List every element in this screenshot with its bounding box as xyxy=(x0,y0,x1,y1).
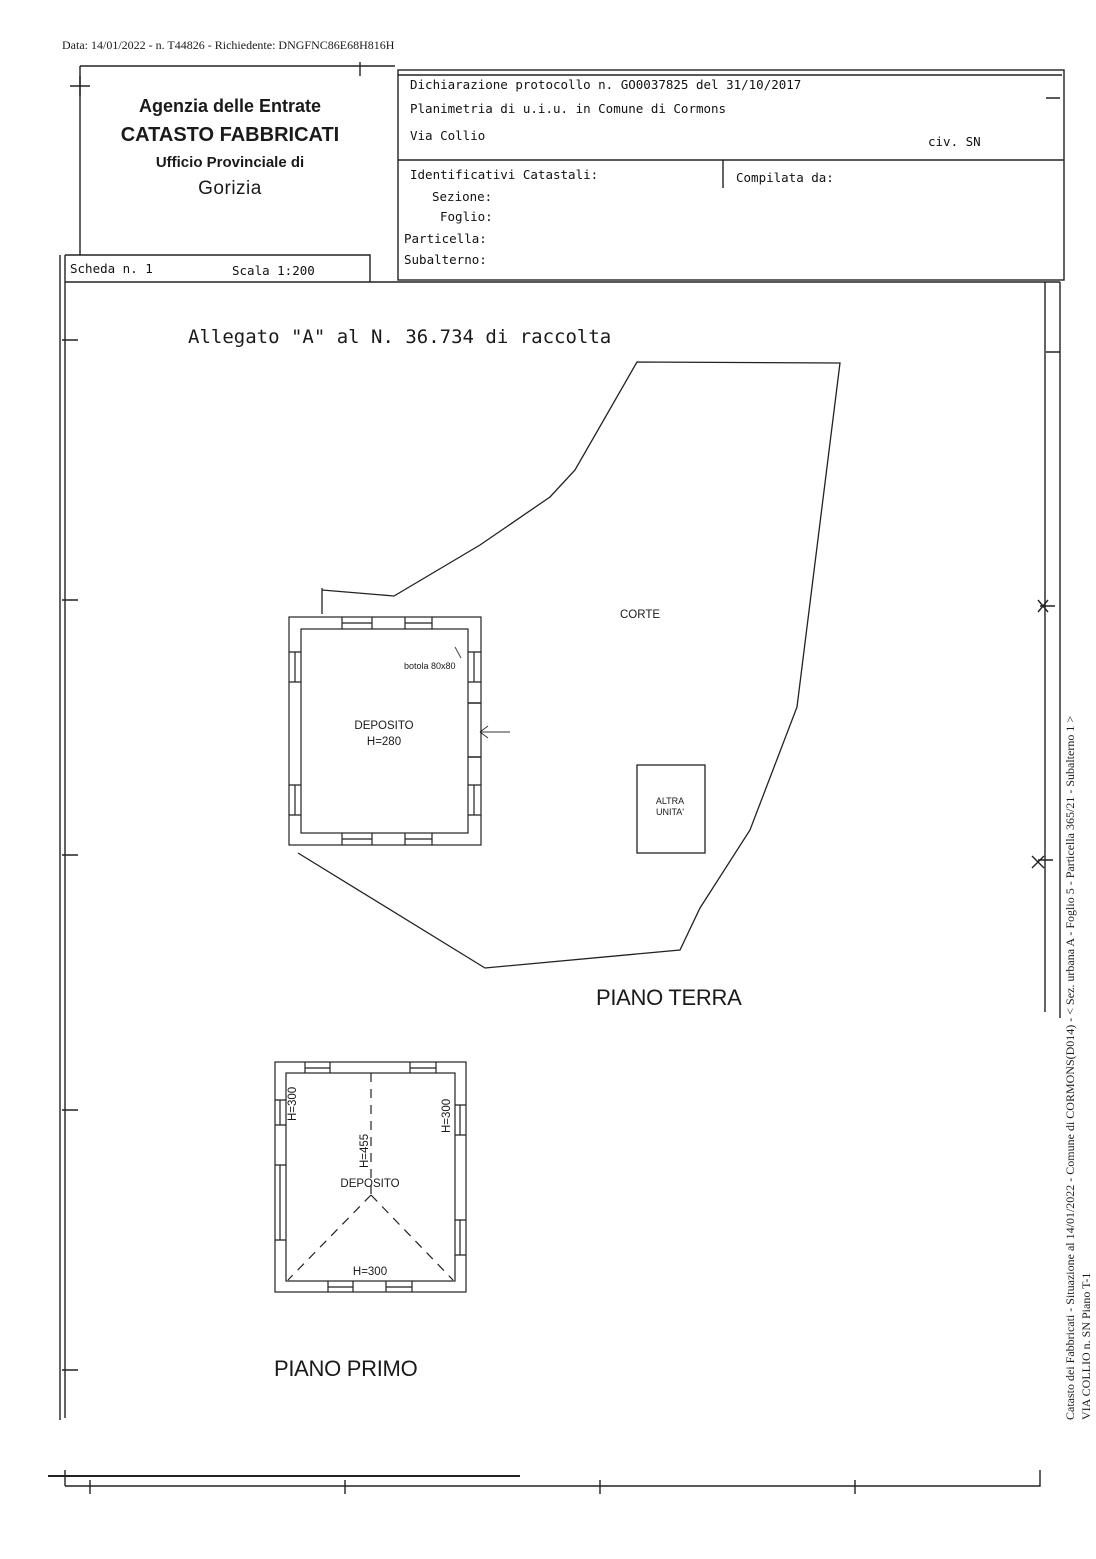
courtyard-outline xyxy=(297,361,841,969)
city-name: Gorizia xyxy=(198,178,262,199)
corte-label: CORTE xyxy=(619,609,661,621)
roof-ridge-lines xyxy=(287,1073,454,1281)
allegato-note: Allegato "A" al N. 36.734 di raccolta xyxy=(188,326,612,348)
civ-value: civ. SN xyxy=(928,134,981,149)
entrance-arrow xyxy=(479,725,510,739)
deposito-ground-height: H=280 xyxy=(366,736,402,748)
altra-unita-box xyxy=(636,764,706,854)
deposito-first-label: DEPOSITO xyxy=(340,1178,400,1190)
request-info-line: Data: 14/01/2022 - n. T44826 - Richieden… xyxy=(62,38,395,52)
side-line-1: Catasto dei Fabbricati - Situazione al 1… xyxy=(1063,715,1077,1420)
scheda-number: Scheda n. 1 xyxy=(70,261,153,276)
h-left-label: H=300 xyxy=(287,1086,299,1121)
h-bottom-label: H=300 xyxy=(352,1266,388,1278)
side-cadastral-info: Catasto dei Fabbricati - Situazione al 1… xyxy=(1062,716,1094,1420)
botola-label: botola 80x80 xyxy=(404,661,456,671)
ufficio-label: Ufficio Provinciale di xyxy=(155,154,305,171)
h-right-label: H=300 xyxy=(441,1098,453,1133)
catasto-title: CATASTO FABBRICATI xyxy=(120,124,340,146)
piano-terra-title: PIANO TERRA xyxy=(596,985,742,1010)
scale-label: Scala 1:200 xyxy=(232,263,315,278)
sezione-label: Sezione: xyxy=(432,189,493,204)
via-line: Via Collio xyxy=(410,128,486,143)
botola-mark xyxy=(454,646,462,659)
dichiarazione-line: Dichiarazione protocollo n. GO0037825 de… xyxy=(410,77,802,92)
h-center-label: H=455 xyxy=(359,1133,371,1168)
header-table xyxy=(397,69,1065,281)
subalterno-label: Subalterno: xyxy=(404,252,487,267)
compilata-label: Compilata da: xyxy=(736,170,834,185)
altra-unita-line1: ALTRA xyxy=(655,796,685,806)
side-line-2: VIA COLLIO n. SN Piano T-1 xyxy=(1079,1272,1093,1420)
foglio-label: Foglio: xyxy=(440,209,493,224)
deposito-ground-label: DEPOSITO xyxy=(354,720,414,732)
scheda-box xyxy=(65,254,371,282)
deposito-ground-walls xyxy=(288,616,482,846)
altra-unita-line2: UNITA' xyxy=(655,807,685,817)
planimetria-line: Planimetria di u.i.u. in Comune di Cormo… xyxy=(410,101,727,116)
agency-name: Agenzia delle Entrate xyxy=(138,96,322,116)
piano-primo-title: PIANO PRIMO xyxy=(274,1356,418,1381)
identificativi-label: Identificativi Catastali: xyxy=(410,167,599,182)
particella-label: Particella: xyxy=(404,231,487,246)
